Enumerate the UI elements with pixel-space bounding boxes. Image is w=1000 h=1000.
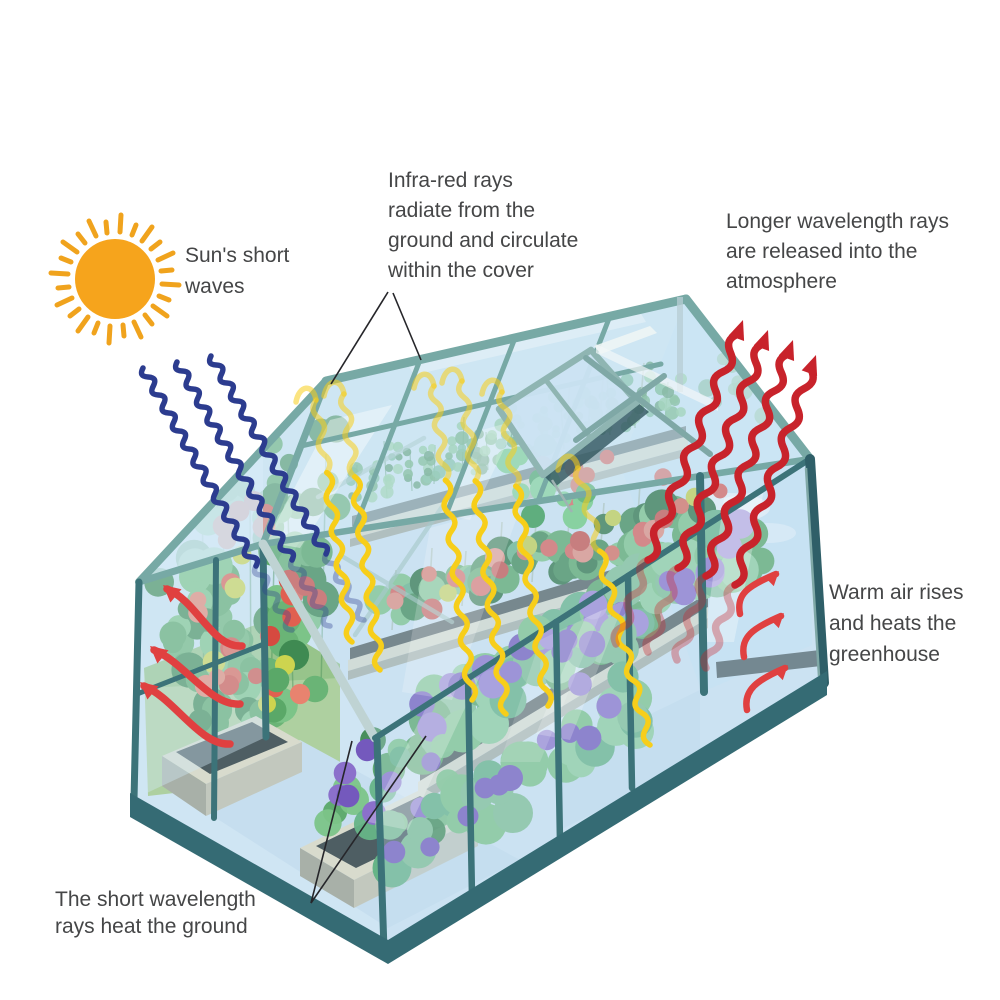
- svg-text:Longer wavelength rays: Longer wavelength rays: [726, 210, 949, 233]
- svg-text:and heats the: and heats the: [829, 612, 956, 635]
- svg-text:Warm air rises: Warm air rises: [829, 581, 964, 604]
- svg-text:ground and circulate: ground and circulate: [388, 229, 578, 252]
- svg-text:The short wavelength: The short wavelength: [55, 888, 256, 911]
- svg-text:rays heat the ground: rays heat the ground: [55, 915, 248, 938]
- svg-text:Infra-red rays: Infra-red rays: [388, 169, 513, 192]
- svg-text:waves: waves: [184, 275, 245, 298]
- svg-text:atmosphere: atmosphere: [726, 270, 837, 293]
- svg-text:greenhouse: greenhouse: [829, 643, 940, 666]
- svg-text:within the cover: within the cover: [387, 259, 534, 282]
- svg-text:radiate from the: radiate from the: [388, 199, 535, 222]
- svg-text:Sun's short: Sun's short: [185, 244, 290, 267]
- svg-text:are released into the: are released into the: [726, 240, 917, 263]
